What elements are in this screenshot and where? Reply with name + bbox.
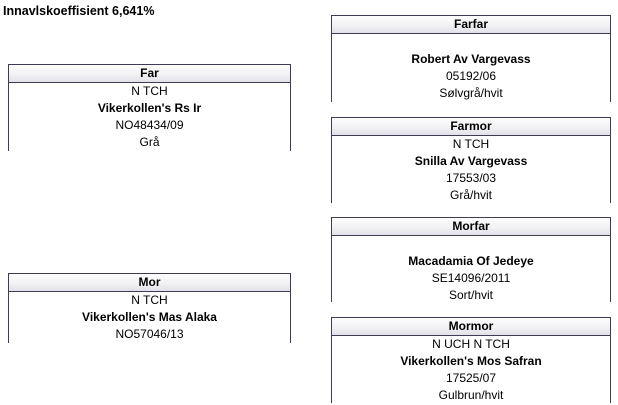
pedigree-box-mormor: Mormor N UCH N TCH Vikerkollen's Mos Saf…	[331, 317, 611, 404]
pedigree-box-mormor-header: Mormor	[332, 318, 610, 336]
pedigree-box-morfar: Morfar Macadamia Of Jedeye SE14096/2011 …	[331, 217, 611, 304]
dog-color: Sort/hvit	[448, 288, 493, 302]
dog-reg-number: SE14096/2011	[431, 271, 511, 285]
dog-titles	[332, 34, 610, 51]
pedigree-box-mormor-body: N UCH N TCH Vikerkollen's Mos Safran 175…	[332, 336, 610, 404]
pedigree-box-far: Far N TCH Vikerkollen's Rs Ir NO48434/09…	[8, 64, 291, 151]
pedigree-box-farfar-header: Farfar	[332, 16, 610, 34]
dog-titles: N TCH	[131, 293, 168, 307]
dog-color: Gulbrun/hvit	[438, 388, 504, 402]
dog-reg-number: 17553/03	[445, 171, 497, 185]
pedigree-box-far-header: Far	[9, 65, 290, 83]
pedigree-box-far-body: N TCH Vikerkollen's Rs Ir NO48434/09 Grå	[9, 83, 290, 151]
dog-color: Sølvgrå/hvit	[439, 86, 503, 100]
dog-name: Robert Av Vargevass	[411, 52, 531, 66]
dog-name: Vikerkollen's Mos Safran	[400, 354, 542, 368]
pedigree-box-farmor-body: N TCH Snilla Av Vargevass 17553/03 Grå/h…	[332, 136, 610, 204]
pedigree-box-farfar-body: Robert Av Vargevass 05192/06 Sølvgrå/hvi…	[332, 34, 610, 102]
dog-reg-number: 05192/06	[445, 69, 497, 83]
pedigree-box-farfar: Farfar Robert Av Vargevass 05192/06 Sølv…	[331, 15, 611, 102]
dog-reg-number: 17525/07	[445, 371, 497, 385]
pedigree-box-morfar-body: Macadamia Of Jedeye SE14096/2011 Sort/hv…	[332, 236, 610, 304]
dog-titles: N TCH	[131, 84, 168, 98]
dog-color: Grå/hvit	[449, 188, 492, 202]
pedigree-box-mor: Mor N TCH Vikerkollen's Mas Alaka NO5704…	[8, 273, 291, 343]
dog-color: Grå	[139, 135, 160, 149]
dog-name: Vikerkollen's Rs Ir	[97, 101, 202, 115]
inbreeding-coefficient-title: Innavlskoeffisient 6,641%	[3, 4, 155, 18]
pedigree-box-morfar-header: Morfar	[332, 218, 610, 236]
dog-titles: N TCH	[452, 137, 490, 151]
pedigree-box-farmor-header: Farmor	[332, 118, 610, 136]
pedigree-box-farmor: Farmor N TCH Snilla Av Vargevass 17553/0…	[331, 117, 611, 204]
pedigree-box-mor-header: Mor	[9, 274, 290, 292]
dog-name: Snilla Av Vargevass	[414, 154, 528, 168]
dog-titles: N UCH N TCH	[432, 337, 510, 351]
dog-name: Vikerkollen's Mas Alaka	[82, 310, 217, 324]
dog-titles	[332, 236, 610, 253]
dog-name: Macadamia Of Jedeye	[408, 254, 534, 268]
pedigree-box-mor-body: N TCH Vikerkollen's Mas Alaka NO57046/13	[9, 292, 290, 343]
dog-reg-number: NO48434/09	[115, 118, 184, 132]
dog-reg-number: NO57046/13	[115, 327, 184, 341]
